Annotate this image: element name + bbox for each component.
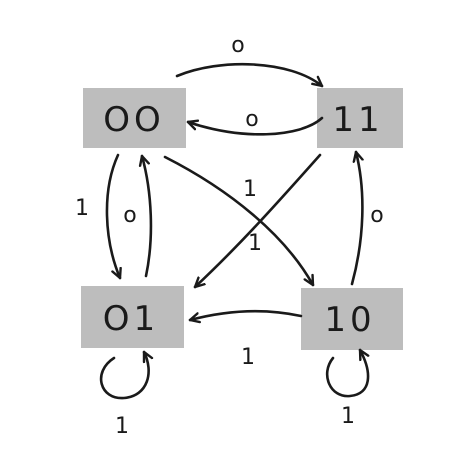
edge-10-to-11-label: o: [370, 203, 383, 228]
state-01-box: [81, 286, 184, 348]
state-11-label: 11: [332, 100, 383, 140]
edge-00-to-01: [105, 153, 120, 280]
edge-11-to-00-label: o: [245, 107, 258, 132]
edge-00-to-11: [175, 62, 324, 88]
edge-01-to-00-label: o: [123, 203, 136, 228]
edge-00-to-10: [163, 155, 315, 287]
edge-10-self-loop: [325, 348, 368, 398]
edge-01-to-00: [142, 154, 153, 278]
edge-10-to-01: [188, 309, 303, 320]
state-00-box: [83, 88, 186, 148]
edge-10-self-loop-label: 1: [341, 404, 355, 429]
edge-10-to-01-label: 1: [241, 345, 255, 370]
state-00-label: OO: [103, 100, 165, 140]
state-01-label: O1: [103, 299, 159, 339]
edge-01-self-loop: [99, 350, 149, 400]
state-11-box: [317, 88, 403, 148]
edge-01-self-loop-label: 1: [115, 414, 129, 439]
edge-00-to-10-label: 1: [243, 177, 257, 202]
edge-11-to-01: [193, 153, 322, 289]
state-00: OO: [83, 88, 186, 148]
edge-10-to-11: [350, 150, 362, 286]
edge-00-to-01-label: 1: [75, 196, 89, 221]
edge-00-to-11-label: o: [231, 33, 244, 58]
state-10-label: 10: [324, 300, 375, 340]
state-10: 10: [301, 288, 403, 350]
edge-11-to-00: [186, 116, 324, 136]
state-01: O1: [81, 286, 184, 348]
state-11: 11: [317, 88, 403, 148]
state-10-box: [301, 288, 403, 350]
edge-11-to-01-label: 1: [248, 231, 262, 256]
